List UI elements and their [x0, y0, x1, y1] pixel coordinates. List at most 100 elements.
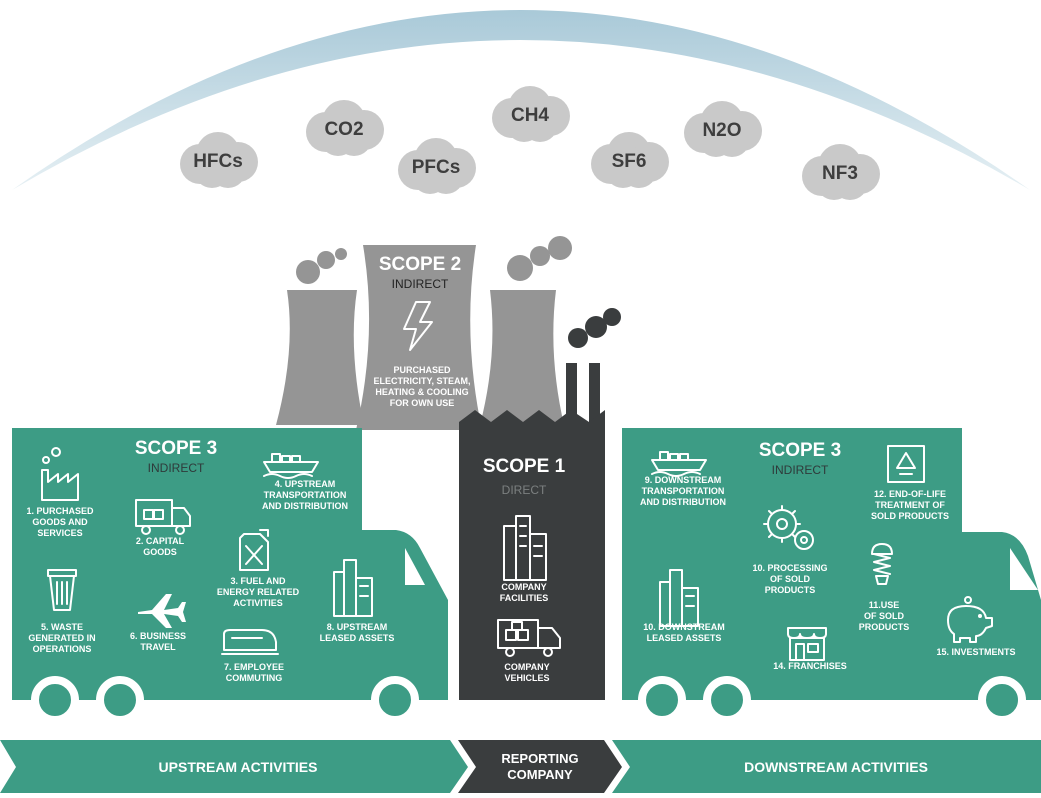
value-chain-band: UPSTREAM ACTIVITIES REPORTING COMPANY DO… — [0, 740, 1041, 793]
scope2-subtitle: INDIRECT — [392, 277, 449, 291]
scope1-subtitle: DIRECT — [502, 483, 547, 497]
scope1-title: SCOPE 1 — [483, 456, 566, 477]
reporting-company-arrow — [458, 740, 622, 793]
scope2-description-line: ELECTRICITY, STEAM, — [373, 376, 470, 386]
downstream-item-label: 10. DOWNSTREAM — [643, 622, 725, 632]
buildings-icon — [659, 569, 699, 627]
storefront-icon — [787, 627, 827, 661]
company-facilities-label-2: FACILITIES — [500, 593, 549, 603]
buildings-icon — [333, 559, 373, 617]
downstream-item-label: AND DISTRIBUTION — [640, 497, 726, 507]
scope3-downstream-truck: SCOPE 3 INDIRECT — [622, 428, 1041, 724]
upstream-item-label: LEASED ASSETS — [320, 633, 395, 643]
upstream-item-label: OPERATIONS — [33, 644, 92, 654]
downstream-item-label: PRODUCTS — [859, 622, 910, 632]
truck-icon — [135, 499, 191, 535]
downstream-item-label: PRODUCTS — [765, 585, 816, 595]
reporting-company-label-2: COMPANY — [507, 767, 573, 782]
downstream-activities-label: DOWNSTREAM ACTIVITIES — [744, 759, 928, 775]
cooling-tower-left — [276, 290, 364, 425]
atmosphere-arc — [12, 10, 1030, 190]
upstream-item-label: 5. WASTE — [41, 622, 83, 632]
gas-cloud-co2: CO2 — [306, 100, 384, 156]
downstream-item-label: TRANSPORTATION — [642, 486, 725, 496]
downstream-item-label: 14. FRANCHISES — [773, 661, 847, 671]
gas-cloud-hfcs: HFCs — [180, 132, 258, 188]
upstream-item-label: SERVICES — [37, 528, 82, 538]
wheel — [638, 676, 686, 724]
upstream-scope3-subtitle: INDIRECT — [148, 461, 205, 475]
wheel — [703, 676, 751, 724]
wheel — [96, 676, 144, 724]
gas-label: NF3 — [822, 163, 858, 184]
upstream-item-label: 1. PURCHASED — [26, 506, 94, 516]
upstream-item-label: GOODS AND — [32, 517, 88, 527]
gas-label: HFCs — [193, 151, 243, 172]
downstream-truck-body — [622, 428, 1041, 700]
gas-label: N2O — [702, 120, 741, 141]
upstream-truck-body — [12, 428, 448, 700]
downstream-item-label: TREATMENT OF — [875, 500, 945, 510]
truck-icon — [497, 619, 561, 657]
company-facilities-label: COMPANY — [501, 582, 546, 592]
lightning-icon — [403, 301, 433, 351]
factory-icon — [41, 447, 79, 501]
fuel-can-icon — [239, 529, 269, 571]
company-vehicles-label: COMPANY — [504, 662, 549, 672]
ship-icon — [651, 451, 707, 477]
wheel — [31, 676, 79, 724]
downstream-truck-window — [1010, 548, 1038, 590]
downstream-item-label: OF SOLD — [864, 611, 904, 621]
ship-icon — [263, 453, 319, 479]
scope1-reporting-company: SCOPE 1 DIRECT COMPANY FACILITIES COMPAN… — [459, 308, 621, 700]
gas-cloud-nf3: NF3 — [802, 144, 880, 200]
downstream-item-label: 9. DOWNSTREAM — [645, 475, 722, 485]
downstream-activities-arrow — [612, 740, 1041, 793]
downstream-item-label: LEASED ASSETS — [647, 633, 722, 643]
upstream-item-label: ACTIVITIES — [233, 598, 283, 608]
wheel — [371, 676, 419, 724]
reporting-company-label: REPORTING — [501, 751, 578, 766]
gas-label: CO2 — [324, 119, 363, 140]
upstream-item-label: 3. FUEL AND — [230, 576, 286, 586]
train-icon — [221, 629, 279, 655]
upstream-truck-window — [405, 548, 425, 585]
gas-label: PFCs — [412, 157, 461, 178]
scope2-description-line: PURCHASED — [393, 365, 451, 375]
upstream-item-label: TRANSPORTATION — [264, 490, 347, 500]
recycle-icon — [887, 445, 925, 483]
chimney-right — [589, 363, 600, 423]
gas-cloud-sf6: SF6 — [591, 132, 669, 188]
downstream-scope3-title: SCOPE 3 — [759, 440, 841, 461]
scope3-upstream-truck: SCOPE 3 INDIRECT — [12, 428, 448, 724]
downstream-item-label: SOLD PRODUCTS — [871, 511, 949, 521]
downstream-item-label: 10. PROCESSING — [752, 563, 827, 573]
downstream-item-label: 15. INVESTMENTS — [936, 647, 1015, 657]
gas-cloud-pfcs: PFCs — [398, 138, 476, 194]
upstream-item-label: ENERGY RELATED — [217, 587, 300, 597]
upstream-item-label: 7. EMPLOYEE — [224, 662, 284, 672]
upstream-activities-arrow — [0, 740, 468, 793]
upstream-item-label: 4. UPSTREAM — [275, 479, 336, 489]
scope2-description-line: HEATING & COOLING — [375, 387, 468, 397]
gas-label: CH4 — [511, 105, 549, 126]
upstream-item-label: AND DISTRIBUTION — [262, 501, 348, 511]
upstream-item-label: GENERATED IN — [28, 633, 95, 643]
upstream-item-label: GOODS — [143, 547, 177, 557]
piggy-bank-icon — [947, 596, 993, 643]
trash-can-icon — [47, 569, 77, 611]
gas-cloud-ch4: CH4 — [492, 86, 570, 142]
gas-cloud-n2o: N2O — [684, 101, 762, 157]
gas-label: SF6 — [612, 151, 647, 172]
downstream-scope3-subtitle: INDIRECT — [772, 463, 829, 477]
upstream-item-label: 2. CAPITAL — [136, 536, 185, 546]
company-vehicles-label-2: VEHICLES — [504, 673, 549, 683]
cooling-tower-right — [480, 290, 564, 425]
